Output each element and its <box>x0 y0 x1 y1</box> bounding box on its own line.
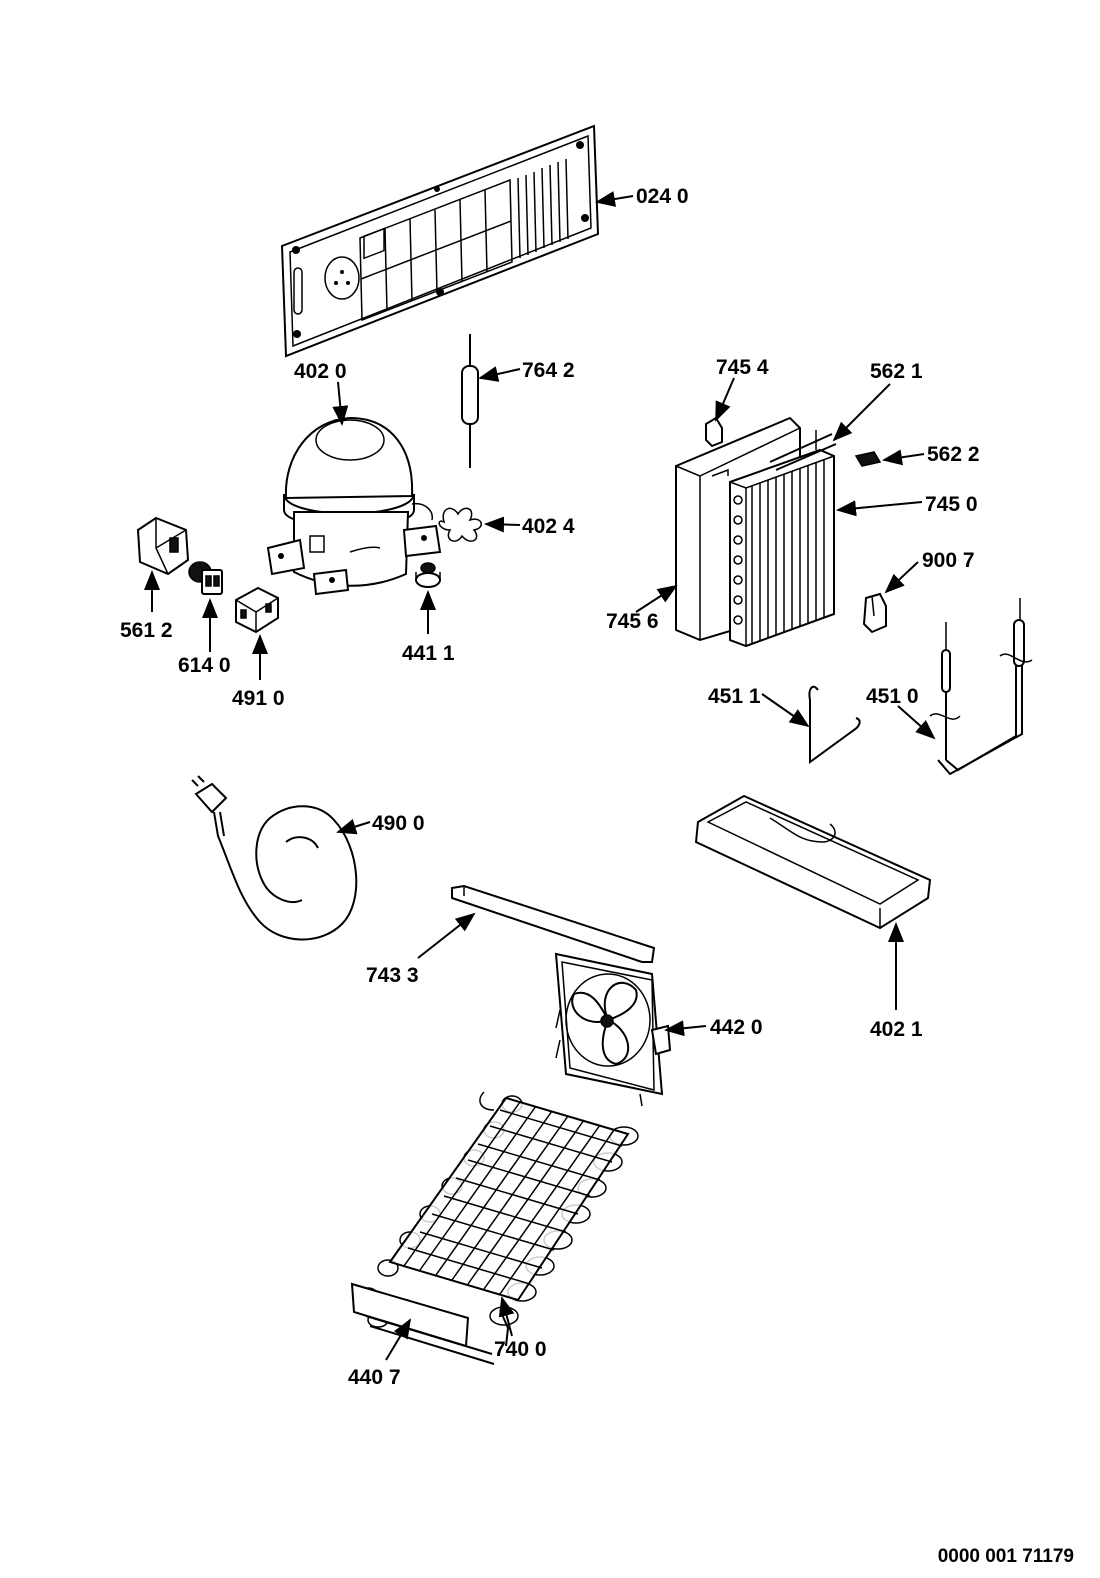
document-number: 0000 001 71179 <box>938 1546 1074 1567</box>
label-402-0: 402 0 <box>294 360 347 383</box>
label-561-2: 561 2 <box>120 619 173 642</box>
label-440-7: 440 7 <box>348 1366 401 1389</box>
evaporator-part <box>675 416 837 648</box>
starter-part <box>235 586 279 634</box>
pipe-heater-part <box>929 598 1033 776</box>
wire-hanger-part <box>808 685 861 764</box>
clip-part <box>438 507 482 542</box>
label-743-3: 743 3 <box>366 964 419 987</box>
label-402-1: 402 1 <box>870 1018 923 1041</box>
relay-part <box>136 516 190 576</box>
grommet-part <box>415 562 441 588</box>
label-745-6: 745 6 <box>606 610 659 633</box>
label-745-4: 745 4 <box>716 356 769 379</box>
plate-part <box>350 1282 470 1348</box>
condenser-part <box>357 1091 639 1365</box>
label-442-0: 442 0 <box>710 1016 763 1039</box>
label-900-7: 900 7 <box>922 549 975 572</box>
label-490-0: 490 0 <box>372 812 425 835</box>
label-451-1: 451 1 <box>708 685 761 708</box>
fan-assembly-part <box>554 952 672 1107</box>
label-562-2: 562 2 <box>927 443 980 466</box>
power-cord-part <box>191 775 358 941</box>
label-740-0: 740 0 <box>494 1338 547 1361</box>
bracket-part <box>862 592 887 634</box>
rear-panel-part <box>280 124 600 358</box>
label-764-2: 764 2 <box>522 359 575 382</box>
filter-drier-part <box>461 334 479 468</box>
label-402-4: 402 4 <box>522 515 575 538</box>
label-451-0: 451 0 <box>866 685 919 708</box>
thermal-protector-part <box>188 561 223 595</box>
label-745-0: 745 0 <box>925 493 978 516</box>
seal-strip-part <box>451 884 656 963</box>
label-614-0: 614 0 <box>178 654 231 677</box>
drip-tray-part <box>694 794 932 930</box>
label-441-1: 441 1 <box>402 642 455 665</box>
label-024-0: 024 0 <box>636 185 689 208</box>
small-connector-part <box>854 451 882 467</box>
compressor-part <box>266 416 442 596</box>
label-491-0: 491 0 <box>232 687 285 710</box>
label-562-1: 562 1 <box>870 360 923 383</box>
